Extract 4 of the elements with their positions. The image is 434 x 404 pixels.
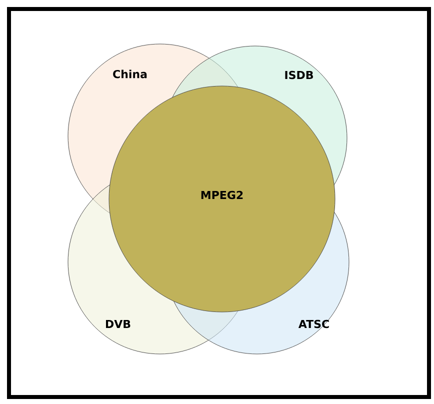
- node-text: DVB: [106, 320, 130, 328]
- node-text: China: [113, 70, 147, 78]
- node-text: ATSC: [298, 320, 329, 328]
- node-text: ISDB: [285, 70, 313, 80]
